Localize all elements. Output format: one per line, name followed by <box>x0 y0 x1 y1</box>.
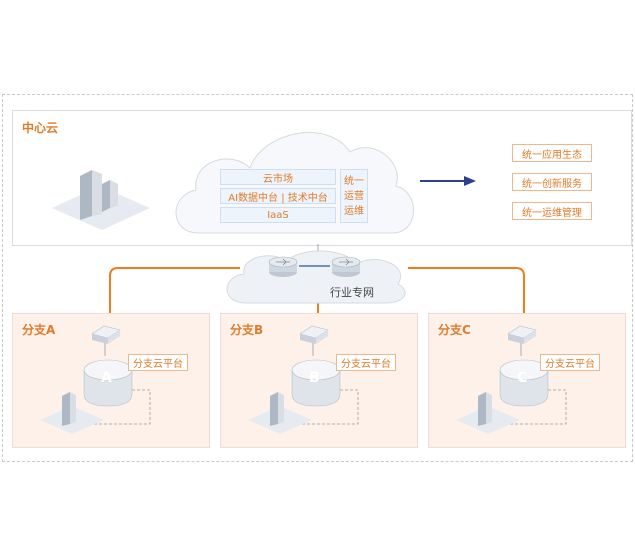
branch-b-graphics <box>248 325 359 434</box>
branch-c-platform-label: 分支云平台 <box>540 354 600 371</box>
arrow-icon <box>420 176 476 186</box>
server-platform-icon <box>499 359 549 407</box>
building-icon <box>456 392 520 434</box>
switch-icon <box>299 325 329 344</box>
branch-a-platform-label: 分支云平台 <box>128 354 188 371</box>
branch-b-title: 分支B <box>230 323 264 337</box>
router-icon <box>331 256 361 277</box>
iaas-row: IaaS <box>220 207 336 223</box>
branch-c-letter: C <box>517 370 528 386</box>
cloud-market-row: 云市场 <box>220 169 336 185</box>
service-app-ecosystem: 统一应用生态 <box>512 144 592 162</box>
service-innovation: 统一创新服务 <box>512 173 592 191</box>
building-icon <box>52 170 150 230</box>
ops-line: 统一 <box>344 175 364 187</box>
ops-line: 运维 <box>344 205 364 217</box>
network-cloud-shape <box>226 250 406 304</box>
central-cloud-title: 中心云 <box>22 121 59 135</box>
branch-b-platform-label: 分支云平台 <box>336 354 396 371</box>
network-label: 行业专网 <box>330 286 374 299</box>
router-icon <box>268 256 298 277</box>
building-icon <box>248 392 312 434</box>
switch-icon <box>91 325 121 344</box>
branch-a-graphics <box>40 325 151 434</box>
branch-a-letter: A <box>101 370 112 386</box>
branch-a-title: 分支A <box>22 323 56 337</box>
server-platform-icon <box>291 359 341 407</box>
diagram-outer-frame <box>2 94 633 462</box>
service-ops-management: 统一运维管理 <box>512 202 592 220</box>
branch-c-title: 分支C <box>438 323 471 337</box>
branch-b-letter: B <box>309 370 320 386</box>
switch-icon <box>507 325 537 344</box>
ai-tech-platform-row: AI数据中台 | 技术中台 <box>220 188 336 204</box>
unified-ops-box: 统一 运营 运维 <box>340 169 368 223</box>
ops-line: 运营 <box>344 190 364 202</box>
branch-c-graphics <box>456 325 567 434</box>
building-icon <box>40 392 104 434</box>
server-platform-icon <box>83 359 133 407</box>
